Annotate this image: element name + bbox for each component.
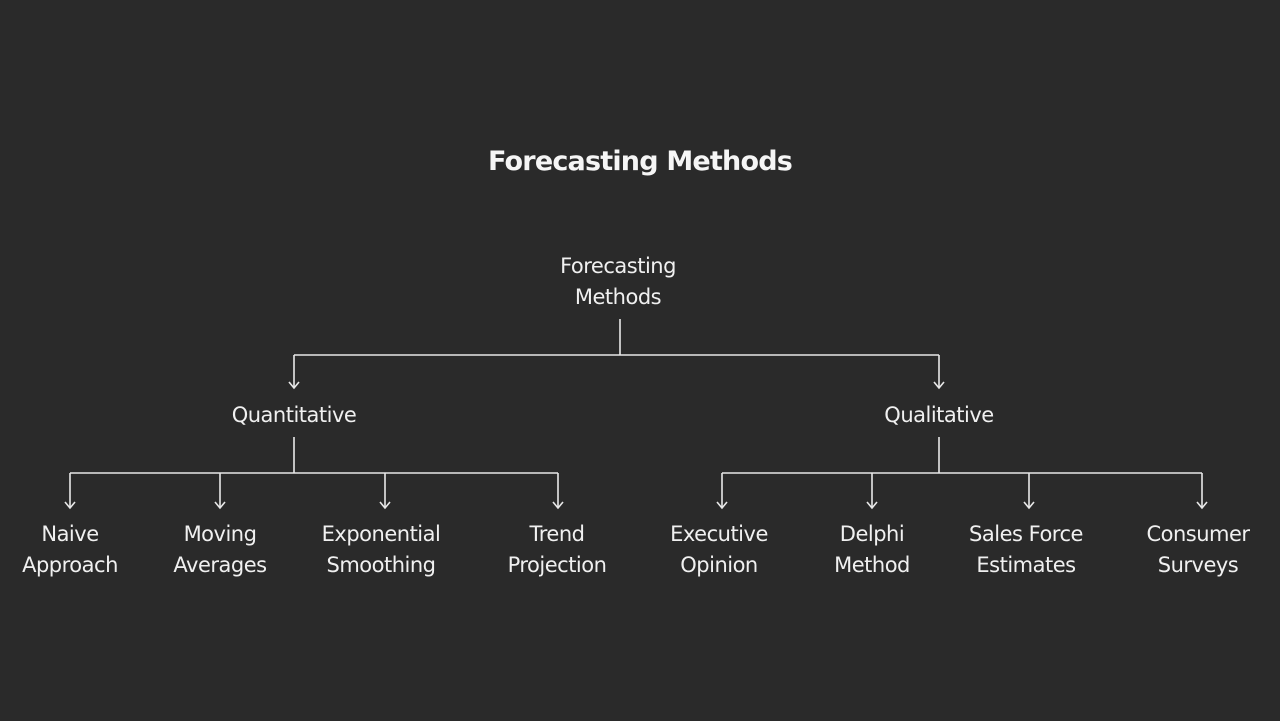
leaf-label-line1: Consumer bbox=[1146, 522, 1250, 546]
leaf-exponential-smoothing: Exponential Smoothing bbox=[322, 519, 441, 581]
leaf-label-line1: Executive bbox=[670, 522, 768, 546]
leaf-label-line1: Moving bbox=[183, 522, 257, 546]
qualitative-connector bbox=[716, 437, 1208, 510]
leaf-consumer-surveys: Consumer Surveys bbox=[1146, 519, 1250, 581]
leaf-label-line1: Naive bbox=[41, 522, 99, 546]
leaf-label-line2: Surveys bbox=[1157, 553, 1239, 577]
leaf-trend-projection: Trend Projection bbox=[508, 519, 607, 581]
root-label-line2: Methods bbox=[574, 285, 662, 309]
page-title: Forecasting Methods bbox=[488, 146, 793, 177]
leaf-label-line2: Smoothing bbox=[326, 553, 436, 577]
leaf-label-line2: Opinion bbox=[680, 553, 758, 577]
leaf-label-line2: Method bbox=[834, 553, 910, 577]
leaf-label-line2: Projection bbox=[507, 553, 607, 577]
leaf-executive-opinion: Executive Opinion bbox=[670, 519, 768, 581]
arrow-head-icon bbox=[288, 381, 945, 390]
branch-qualitative: Qualitative bbox=[884, 403, 994, 427]
leaf-delphi-method: Delphi Method bbox=[834, 519, 910, 581]
leaf-label-line2: Approach bbox=[22, 553, 118, 577]
leaf-label-line1: Trend bbox=[529, 522, 585, 546]
branch-quantitative: Quantitative bbox=[231, 403, 357, 427]
leaf-label-line2: Averages bbox=[173, 553, 267, 577]
leaf-label-line2: Estimates bbox=[976, 553, 1076, 577]
leaf-sales-force-estimates: Sales Force Estimates bbox=[969, 519, 1083, 581]
leaf-label-line1: Sales Force bbox=[969, 522, 1083, 546]
root-connector bbox=[293, 319, 940, 388]
leaf-naive-approach: Naive Approach bbox=[22, 519, 118, 581]
quantitative-connector bbox=[64, 437, 564, 510]
leaf-label-line1: Delphi bbox=[839, 522, 905, 546]
root-label-line1: Forecasting bbox=[560, 254, 676, 278]
root-node: Forecasting Methods bbox=[560, 251, 676, 313]
leaf-moving-averages: Moving Averages bbox=[173, 519, 267, 581]
leaf-label-line1: Exponential bbox=[321, 522, 441, 546]
